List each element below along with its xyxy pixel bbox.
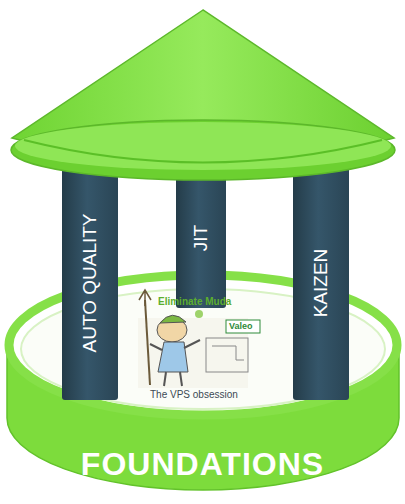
foundation-label: FOUNDATIONS xyxy=(0,446,405,483)
illustration-label: Valeo xyxy=(229,321,253,331)
pillar-label: AUTO QUALITY xyxy=(79,213,101,352)
pillar: JIT xyxy=(176,168,226,308)
roof-brim-top xyxy=(15,122,391,170)
pillar-label: KAIZEN xyxy=(310,248,332,317)
illustration-label: Eliminate Muda xyxy=(158,296,231,307)
pillar: AUTO QUALITY xyxy=(62,165,118,400)
roof-brim xyxy=(11,120,395,180)
illustration-label: The VPS obsession xyxy=(150,389,238,400)
pillar-label: JIT xyxy=(190,225,212,251)
pillar: KAIZEN xyxy=(293,165,349,400)
